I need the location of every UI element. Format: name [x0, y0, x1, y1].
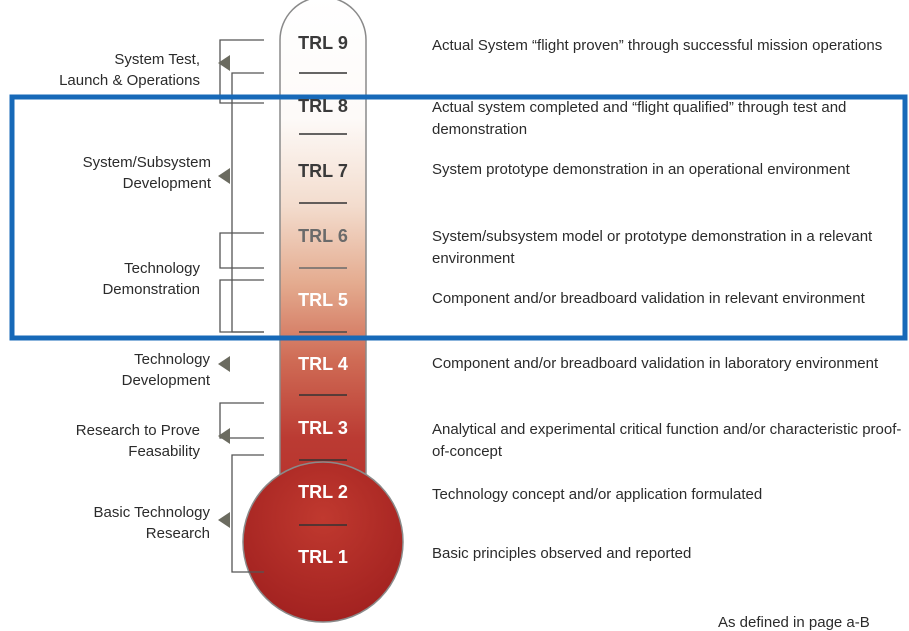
trl-label-3: TRL 3: [298, 418, 348, 438]
phase-line: Feasability: [128, 443, 200, 460]
phase-line: System/Subsystem: [82, 154, 211, 171]
bracket-system-development: [231, 72, 264, 333]
phase-line: Technology: [134, 351, 210, 368]
trl-label-6: TRL 6: [298, 226, 348, 246]
thermometer: [242, 0, 404, 623]
trl-label-2: TRL 2: [298, 482, 348, 502]
bracket-technology-demonstration-lower: [219, 279, 264, 333]
phase-line: System Test,: [114, 51, 200, 68]
trl-label-1: TRL 1: [298, 547, 348, 567]
footnote: As defined in page a-B: [718, 614, 870, 631]
trl-label-7: TRL 7: [298, 161, 348, 181]
arrow-technology-development: [218, 356, 230, 372]
trl-description-4: Component and/or breadboard validation i…: [432, 355, 879, 372]
trl-description-9: Actual System “flight proven” through su…: [432, 37, 883, 54]
trl-label-4: TRL 4: [298, 354, 348, 374]
trl-description-1: Basic principles observed and reported: [432, 545, 692, 562]
trl-description-5: Component and/or breadboard validation i…: [432, 290, 865, 307]
arrow-research-feasibility: [218, 428, 230, 444]
thermometer-bulb: [242, 461, 404, 623]
trl-label-9: TRL 9: [298, 33, 348, 53]
phase-label-system-development: System/Subsystem Development: [11, 152, 211, 194]
phase-label-system-test: System Test, Launch & Operations: [0, 49, 200, 91]
highlight-box: [9, 94, 908, 341]
trl-label-5: TRL 5: [298, 290, 348, 310]
phase-line: Research: [145, 525, 210, 542]
phase-line: Development: [121, 372, 210, 389]
trl-label-8: TRL 8: [298, 96, 348, 116]
trl-description-7: System prototype demonstration in an ope…: [432, 161, 850, 178]
phase-line: Technology: [124, 260, 200, 277]
phase-line: Development: [122, 175, 211, 192]
bracket-system-test: [219, 39, 264, 104]
trl-description-8: Actual system completed and “flight qual…: [432, 99, 847, 138]
phase-line: Demonstration: [102, 281, 200, 298]
trl-description-6: System/subsystem model or prototype demo…: [432, 228, 873, 267]
phase-arrows: [218, 55, 230, 528]
trl-description-3: Analytical and experimental critical fun…: [432, 421, 902, 460]
phase-label-basic-research: Basic Technology Research: [10, 502, 210, 544]
bracket-basic-research: [231, 454, 264, 573]
phase-line: Launch & Operations: [59, 72, 200, 89]
phase-label-research-feasibility: Research to Prove Feasability: [0, 420, 200, 462]
arrow-basic-research: [218, 512, 230, 528]
phase-label-technology-demonstration: Technology Demonstration: [0, 258, 200, 300]
arrow-system-development: [218, 168, 230, 184]
phase-brackets: [219, 39, 264, 573]
phase-line: Research to Prove: [75, 422, 200, 439]
bracket-research-feasibility: [219, 402, 264, 439]
arrow-system-test: [218, 55, 230, 71]
bracket-technology-demonstration-upper: [219, 232, 264, 269]
trl-description-2: Technology concept and/or application fo…: [432, 486, 763, 503]
phase-line: Basic Technology: [93, 504, 210, 521]
phase-label-technology-development: Technology Development: [10, 349, 210, 391]
level-separators: [299, 72, 347, 526]
thermometer-tube: [279, 0, 367, 549]
